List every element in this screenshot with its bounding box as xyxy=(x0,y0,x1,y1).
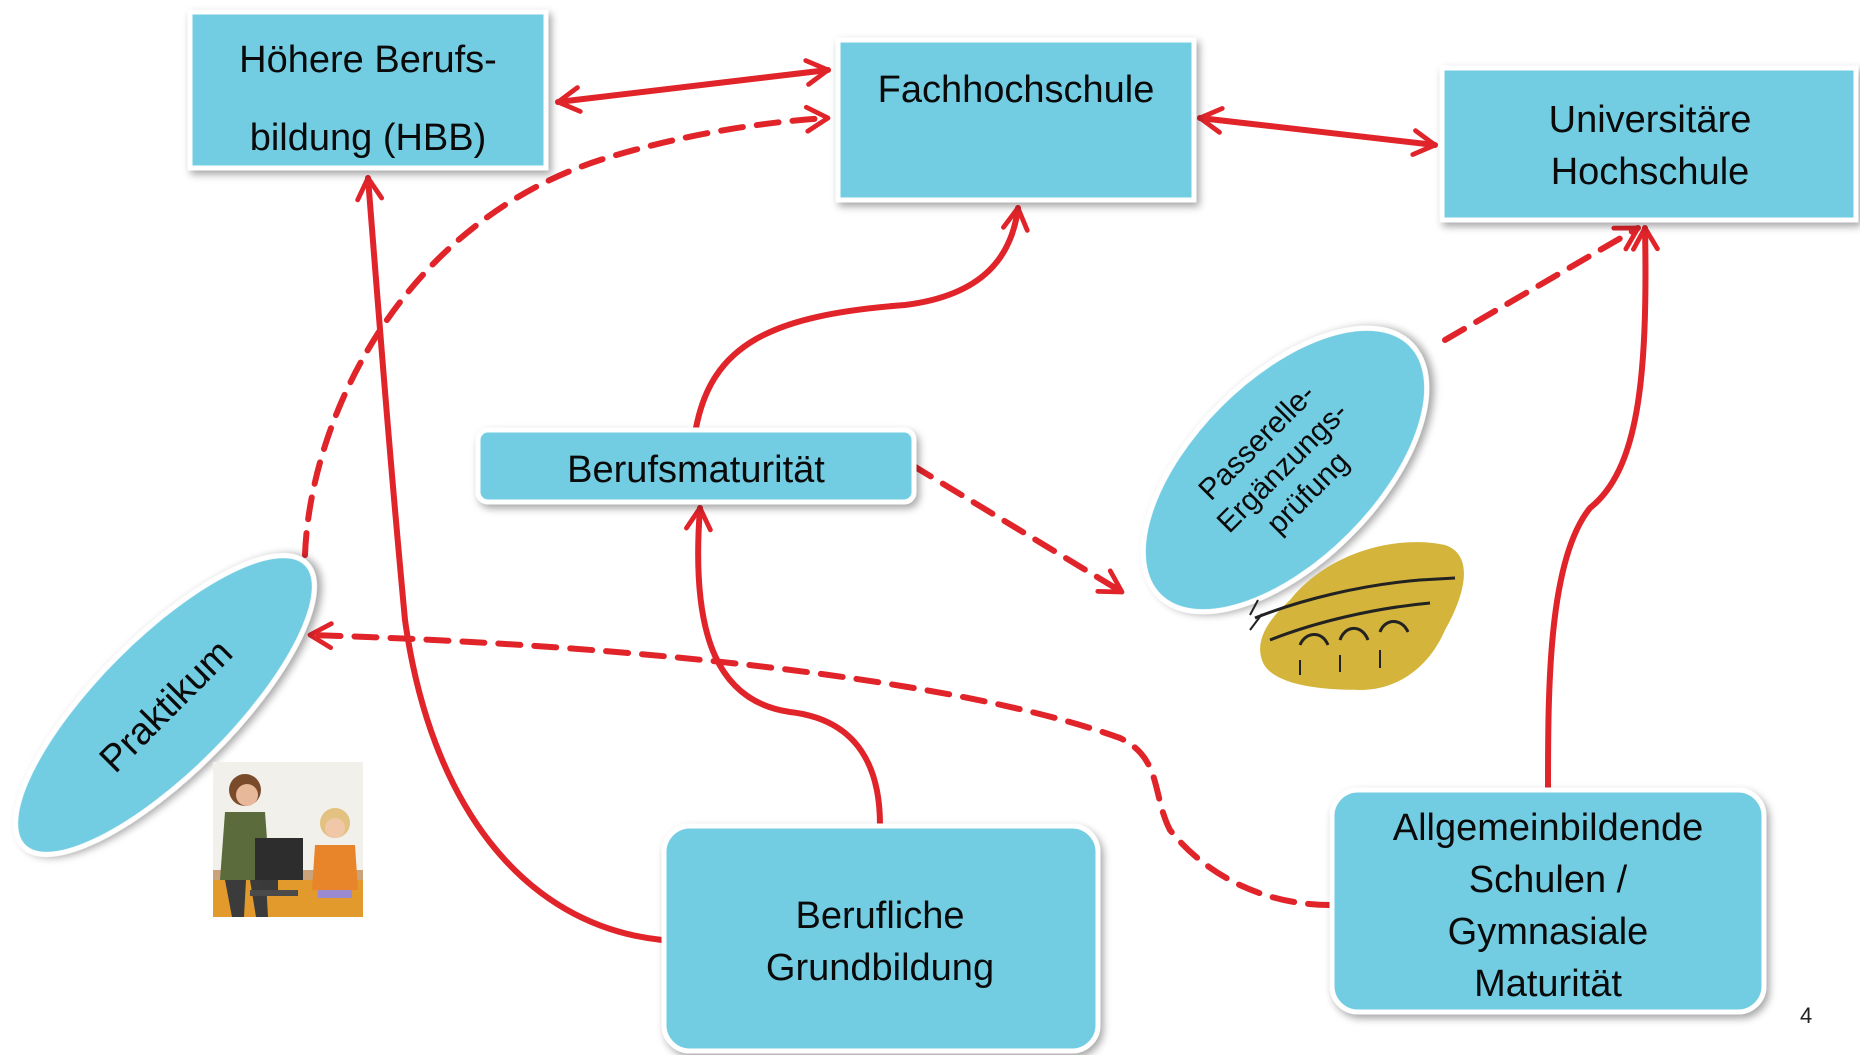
node-universitaet-line1: Universitäre xyxy=(1549,99,1752,141)
node-hbb-line1: Höhere Berufs- xyxy=(239,39,497,81)
arrow-maturitaet-universitaet xyxy=(1545,225,1660,793)
node-hbb-line2: bildung (HBB) xyxy=(250,117,487,159)
node-allgemein-line2: Schulen / xyxy=(1469,859,1628,901)
node-berufliche-grundbildung: Berufliche Grundbildung xyxy=(661,823,1101,1054)
arrow-grundbildung-berufsmaturitaet xyxy=(684,505,883,828)
node-fachhochschule-label: Fachhochschule xyxy=(878,69,1155,111)
arrow-fachhochschule-universitaet xyxy=(1197,106,1438,157)
node-berufsmaturitaet-label: Berufsmaturität xyxy=(567,449,825,491)
node-passerelle: Passerelle- Ergänzungs- prüfung xyxy=(1140,325,1430,615)
node-allgemein-line1: Allgemeinbildende xyxy=(1393,807,1704,849)
arrow-passerelle-universitaet xyxy=(1442,225,1641,343)
office-workers-photo-icon xyxy=(213,762,363,917)
arrow-grundbildung-hbb xyxy=(355,175,665,943)
node-allgemein-line3: Gymnasiale xyxy=(1448,911,1649,953)
arrow-allgemeinbildend-praktikum xyxy=(307,621,1333,908)
page-number: 4 xyxy=(1800,1003,1813,1028)
node-berufsmaturitaet: Berufsmaturität xyxy=(475,427,917,505)
arrow-praktikum-fachhochschule xyxy=(302,104,831,558)
arrow-hbb-fachhochschule xyxy=(555,58,831,114)
node-grundbildung-line2: Grundbildung xyxy=(766,947,994,989)
node-fachhochschule: Fachhochschule xyxy=(835,37,1197,203)
node-universitaere-hochschule: Universitäre Hochschule xyxy=(1439,65,1859,223)
bridge-clipart-icon xyxy=(1249,542,1464,690)
node-universitaet-line2: Hochschule xyxy=(1551,151,1750,193)
node-allgemein-line4: Maturität xyxy=(1474,963,1622,1005)
node-praktikum: Praktikum xyxy=(13,553,317,857)
node-grundbildung-line1: Berufliche xyxy=(796,895,965,937)
arrow-berufsmaturitaet-passerelle xyxy=(909,462,1125,595)
arrow-berufsmaturitaet-fachhochschule xyxy=(693,205,1030,431)
node-hoehere-berufsbildung: Höhere Berufs- bildung (HBB) xyxy=(187,9,549,171)
node-allgemeinbildende-schulen: Allgemeinbildende Schulen / Gymnasiale M… xyxy=(1329,787,1767,1015)
